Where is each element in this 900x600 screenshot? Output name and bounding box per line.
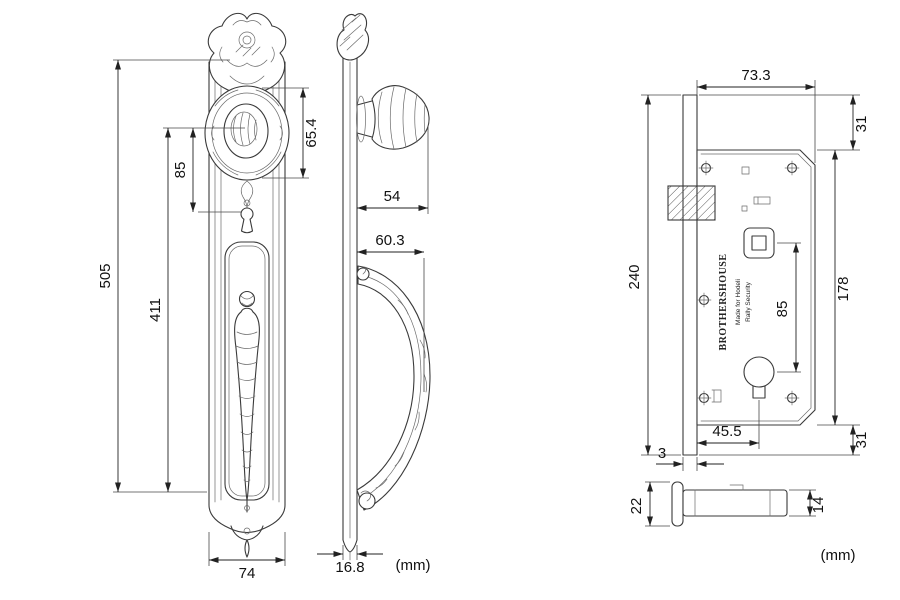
side-plate-bottom bbox=[342, 539, 358, 553]
knob-front-inner bbox=[230, 111, 258, 147]
dim-label-14: 14 bbox=[810, 497, 827, 514]
knob-front-hatch bbox=[233, 112, 257, 146]
dim-label-240: 240 bbox=[626, 264, 643, 289]
bolt-view: 22 14 (mm) bbox=[628, 481, 856, 564]
keyhole-icon bbox=[240, 207, 254, 221]
handle-top-scroll-curl bbox=[362, 266, 367, 275]
cylinder-hole bbox=[743, 356, 775, 388]
dim-label-3: 3 bbox=[658, 445, 666, 462]
handle-bottom-scroll-curl bbox=[360, 490, 371, 502]
side-dimensions: 54 60.3 16.8 (mm) bbox=[317, 126, 430, 576]
brand-text: BROTHERSHOUSE bbox=[718, 253, 729, 350]
dim-label-85-lock: 85 bbox=[774, 301, 791, 318]
dim-label-85-front: 85 bbox=[172, 162, 189, 179]
dim-label-45-5: 45.5 bbox=[712, 423, 741, 440]
dim-label-31-bottom: 31 bbox=[853, 432, 870, 449]
top-crest bbox=[207, 12, 287, 94]
side-view bbox=[336, 13, 431, 561]
grip-finial-detail bbox=[240, 295, 254, 306]
mechanism-details bbox=[711, 166, 771, 403]
front-dimensions: 505 411 85 65.4 74 bbox=[97, 59, 320, 582]
lock-faceplate bbox=[682, 94, 698, 456]
dim-label-411: 411 bbox=[147, 298, 164, 322]
dim-label-505: 505 bbox=[97, 263, 114, 288]
lock-view: BROTHERSHOUSE Made for Hodeli Rally Secu… bbox=[667, 94, 816, 456]
side-extension-lines bbox=[342, 126, 429, 560]
rosette-ring bbox=[211, 92, 283, 174]
spindle-hub bbox=[743, 227, 775, 259]
lock-body bbox=[696, 149, 816, 426]
plate-molding-lines bbox=[214, 79, 280, 503]
lock-dimensions: 73.3 240 31 178 31 85 45.5 3 bbox=[626, 67, 870, 471]
bolt-body bbox=[682, 489, 788, 517]
side-plate-edges bbox=[342, 57, 358, 541]
spindle-hole bbox=[751, 235, 767, 251]
units-label-lock: (mm) bbox=[821, 547, 856, 564]
lock-body-innerline bbox=[700, 153, 812, 422]
security-text: Rally Security bbox=[745, 281, 752, 321]
dim-label-73-3: 73.3 bbox=[741, 67, 770, 84]
knob-side-rosette bbox=[356, 95, 366, 143]
rosette-leaves bbox=[211, 89, 283, 176]
grip-front-hatch bbox=[235, 331, 259, 482]
pendant-ornament bbox=[240, 180, 254, 209]
bottom-ornament-dot bbox=[243, 527, 251, 535]
knob-front bbox=[223, 103, 269, 159]
dim-label-31-top: 31 bbox=[853, 116, 870, 133]
made-for-text: Made for Hodeli bbox=[735, 279, 742, 325]
keyhole-slot bbox=[240, 218, 254, 234]
top-crest-engraving bbox=[219, 20, 275, 85]
screw-post-crosses bbox=[696, 160, 800, 406]
bolt-details bbox=[694, 484, 771, 517]
knob-side-hatch bbox=[377, 86, 426, 150]
knob-side bbox=[371, 85, 430, 150]
side-top-crest-engraving bbox=[339, 14, 364, 51]
bolt-extension-lines bbox=[645, 481, 816, 527]
grip-tip-ball bbox=[244, 505, 250, 511]
front-view bbox=[204, 12, 290, 558]
dim-label-54: 54 bbox=[384, 188, 401, 205]
pull-handle-side bbox=[356, 265, 431, 511]
dim-label-178: 178 bbox=[835, 276, 852, 301]
units-label-side: (mm) bbox=[396, 557, 431, 574]
bolt-plate bbox=[671, 481, 684, 527]
dim-label-16-8: 16.8 bbox=[335, 559, 364, 576]
front-extension-lines bbox=[113, 59, 309, 566]
latch-bolt bbox=[667, 185, 716, 221]
dim-label-74: 74 bbox=[239, 565, 256, 582]
dim-label-22: 22 bbox=[628, 498, 645, 515]
dim-label-65-4: 65.4 bbox=[303, 118, 320, 147]
pull-handle-innerline bbox=[359, 274, 422, 500]
dim-label-60-3: 60.3 bbox=[375, 232, 404, 249]
